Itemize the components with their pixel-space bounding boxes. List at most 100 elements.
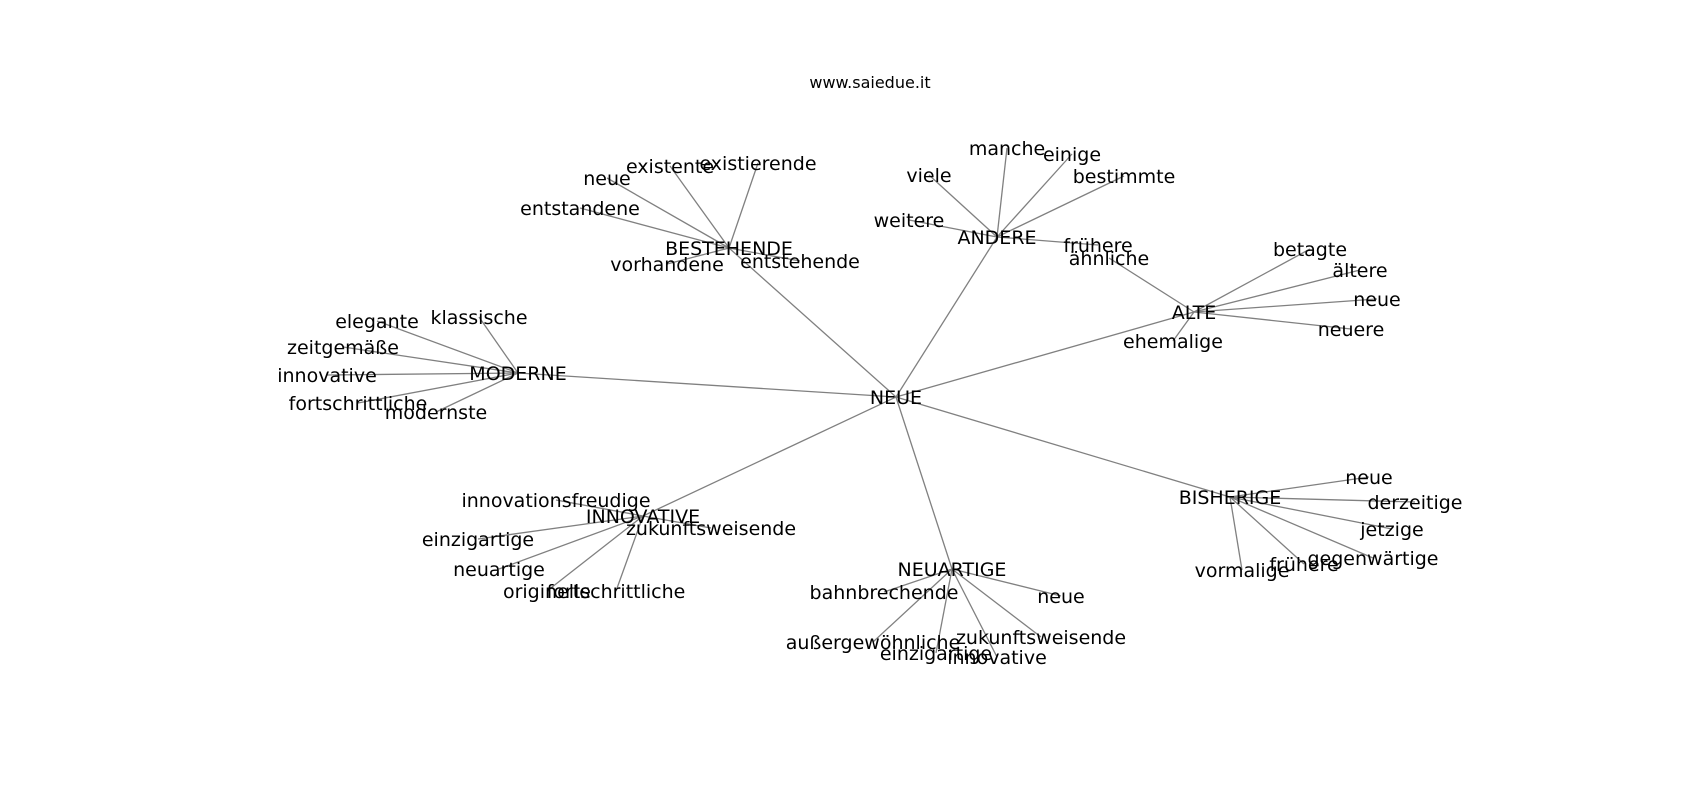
- leaf-node-i-originelle: originelle: [503, 581, 591, 603]
- leaf-node-n-neue: neue: [1037, 586, 1084, 608]
- edge-andere-a_weitere: [908, 219, 998, 238]
- leaf-node-b-existente: existente: [626, 156, 714, 178]
- edge-alte-l_betagte: [1193, 248, 1311, 313]
- edge-andere-a_viele: [928, 174, 998, 238]
- leaf-node-a-viele: viele: [906, 165, 951, 187]
- leaf-node-i-zukunftsweisende: zukunftsweisende: [626, 518, 796, 540]
- edge-neue_root-moderne: [517, 372, 897, 398]
- edge-innovative_hub-i_neuartige: [498, 515, 644, 570]
- edge-bestehende-b_neue: [606, 177, 730, 249]
- edge-innovative_hub-i_zukunftsweisende: [642, 515, 712, 529]
- leaf-node-i-innovationsfreudige: innovationsfreudige: [461, 490, 650, 512]
- leaf-node-m-fortschrittliche: fortschrittliche: [289, 393, 428, 415]
- leaf-node-l-aehnliche: ähnliche: [1069, 248, 1149, 270]
- edge-neue_root-bisherige: [895, 396, 1231, 498]
- edge-neue_root-bestehende: [728, 247, 897, 398]
- leaf-node-a-weitere: weitere: [874, 210, 945, 232]
- hub-node-moderne: MODERNE: [469, 363, 566, 385]
- edge-alte-l_aeltere: [1193, 269, 1361, 313]
- edge-bestehende-b_existierende: [728, 162, 759, 249]
- edge-bestehende-b_existente: [669, 165, 730, 249]
- edge-moderne-m_modernste: [435, 372, 519, 413]
- edge-alte-l_neuere: [1193, 311, 1352, 330]
- hub-node-alte: ALTE: [1172, 302, 1217, 324]
- leaf-node-m-modernste: modernste: [385, 402, 487, 424]
- edge-innovative_hub-i_originelle: [546, 515, 644, 592]
- hub-node-bisherige: BISHERIGE: [1179, 487, 1282, 509]
- hub-node-neue-root: NEUE: [870, 387, 922, 409]
- hub-node-neuartige-hub: NEUARTIGE: [898, 559, 1007, 581]
- leaf-node-l-neuere: neuere: [1318, 319, 1385, 341]
- leaf-node-n-innovative: innovative: [947, 647, 1047, 669]
- leaf-node-n-aussergewoehnliche: außergewöhnliche: [786, 632, 961, 654]
- edge-neuartige_hub-n_innovative: [951, 568, 998, 658]
- leaf-node-l-aeltere: ältere: [1332, 260, 1387, 282]
- leaf-node-n-zukunftsweisende: zukunftsweisende: [956, 627, 1126, 649]
- leaf-node-l-ehemalige: ehemalige: [1123, 331, 1223, 353]
- hub-node-innovative-hub: INNOVATIVE: [586, 506, 700, 528]
- edge-neuartige_hub-n_neue: [951, 568, 1062, 597]
- leaf-node-m-elegante: elegante: [335, 311, 419, 333]
- edge-bisherige-s_vormalige: [1229, 496, 1243, 571]
- edge-andere-a_manche: [996, 147, 1008, 238]
- leaf-node-s-derzeitige: derzeitige: [1368, 492, 1463, 514]
- leaf-node-s-jetzige: jetzige: [1359, 519, 1423, 541]
- leaf-node-s-fruehere: frühere: [1269, 554, 1338, 576]
- edge-bestehende-b_entstehende: [728, 247, 801, 262]
- leaf-node-n-einzigartige: einzigartige: [880, 643, 992, 665]
- leaf-node-a-manche: manche: [969, 138, 1045, 160]
- edge-bisherige-s_jetzige: [1229, 496, 1393, 530]
- edge-neuartige_hub-n_zukunftsweisende: [951, 568, 1042, 638]
- edge-innovative_hub-i_fortschrittliche: [615, 515, 644, 592]
- edge-andere-a_bestimmte: [996, 175, 1125, 238]
- edge-neue_root-neuartige_hub: [895, 396, 953, 570]
- edge-bestehende-b_vorhandene: [666, 247, 730, 265]
- edge-neuartige_hub-n_aussergewoehnliche: [872, 568, 953, 643]
- edge-moderne-m_zeitgemaesse: [342, 346, 519, 374]
- edge-andere-a_fruehere: [996, 236, 1099, 246]
- leaf-node-b-entstehende: entstehende: [740, 251, 860, 273]
- leaf-node-s-gegenwaertige: gegenwärtige: [1307, 548, 1438, 570]
- leaf-node-m-zeitgemaesse: zeitgemäße: [287, 337, 399, 359]
- edge-andere-a_einige: [996, 153, 1073, 238]
- edge-moderne-m_fortschrittliche: [357, 372, 519, 404]
- edge-innovative_hub-i_einzigartige: [477, 515, 644, 540]
- leaf-node-b-entstandene: entstandene: [520, 198, 640, 220]
- edge-neue_root-andere: [895, 236, 998, 398]
- edge-neue_root-alte: [895, 311, 1195, 398]
- edge-alte-l_ehemalige: [1172, 311, 1195, 342]
- hub-node-andere: ANDERE: [957, 227, 1036, 249]
- edge-bestehende-b_entstandene: [579, 207, 730, 249]
- edge-alte-l_neue: [1193, 298, 1378, 313]
- leaf-node-i-fortschrittliche: fortschrittliche: [547, 581, 686, 603]
- edge-alte-l_aehnliche: [1108, 257, 1195, 313]
- edge-moderne-m_innovative: [326, 372, 519, 376]
- edge-bisherige-s_fruehere: [1229, 496, 1305, 565]
- leaf-node-s-neue: neue: [1345, 467, 1392, 489]
- page-title: www.saiedue.it: [809, 73, 930, 92]
- leaf-node-b-existierende: existierende: [699, 153, 816, 175]
- leaf-node-b-neue: neue: [583, 168, 630, 190]
- leaf-node-a-bestimmte: bestimmte: [1073, 166, 1176, 188]
- edge-bisherige-s_gegenwaertige: [1229, 496, 1374, 559]
- leaf-node-n-bahnbrechende: bahnbrechende: [810, 582, 959, 604]
- leaf-node-m-innovative: innovative: [277, 365, 377, 387]
- hub-node-bestehende: BESTEHENDE: [665, 238, 793, 260]
- edge-neuartige_hub-n_bahnbrechende: [883, 568, 953, 593]
- edge-innovative_hub-i_innovationsfreudige: [555, 499, 644, 517]
- edge-neuartige_hub-n_einzigartige: [935, 568, 953, 654]
- leaf-node-b-vorhandene: vorhandene: [610, 254, 724, 276]
- leaf-node-a-fruehere: frühere: [1063, 235, 1132, 257]
- leaf-node-i-neuartige: neuartige: [453, 559, 545, 581]
- edge-bisherige-s_derzeitige: [1229, 496, 1416, 503]
- leaf-node-m-klassische: klassische: [430, 307, 527, 329]
- edge-moderne-m_elegante: [376, 320, 519, 374]
- edge-neue_root-innovative_hub: [642, 396, 897, 517]
- leaf-node-l-betagte: betagte: [1273, 239, 1347, 261]
- leaf-node-l-neue: neue: [1353, 289, 1400, 311]
- leaf-node-a-einige: einige: [1043, 144, 1101, 166]
- edge-layer: [326, 147, 1416, 658]
- edge-moderne-m_klassische: [478, 316, 519, 374]
- leaf-node-s-vormalige: vormalige: [1195, 560, 1290, 582]
